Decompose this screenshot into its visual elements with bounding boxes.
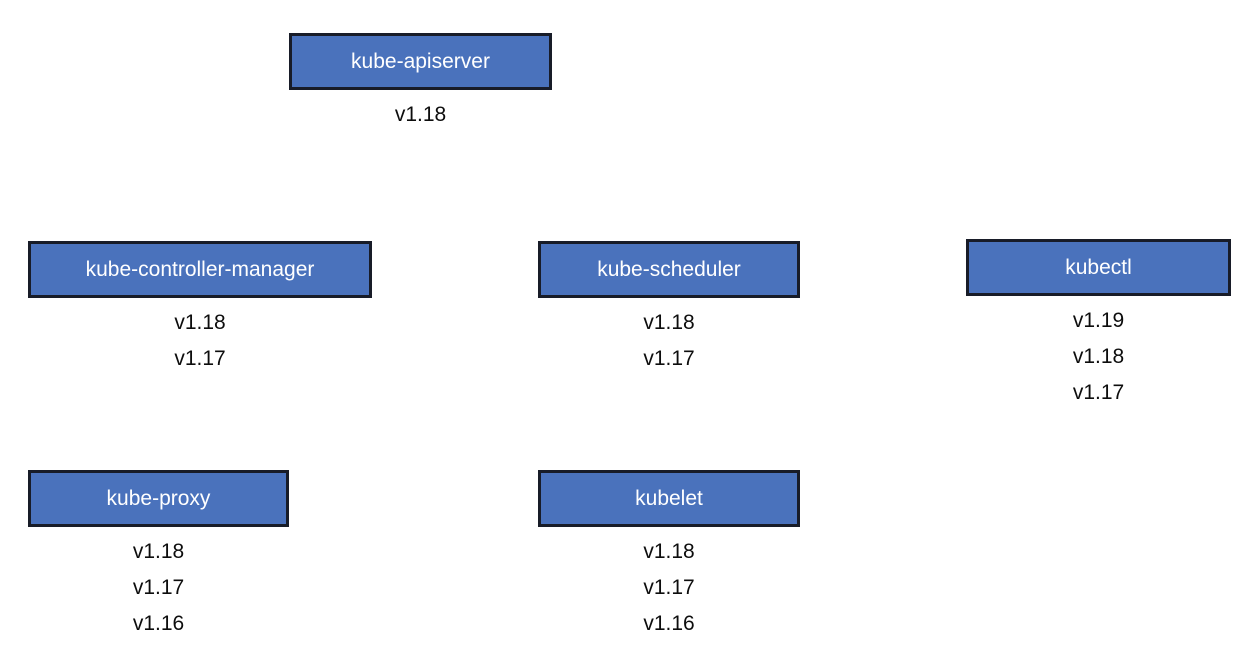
component-box-kube-proxy: kube-proxy <box>28 470 289 527</box>
version-list-kube-apiserver: v1.18 <box>289 97 552 133</box>
version-item: v1.17 <box>643 576 695 599</box>
version-item: v1.18 <box>394 103 447 126</box>
node-kube-apiserver: kube-apiserver v1.18 <box>289 33 552 133</box>
node-kube-proxy: kube-proxy v1.18 v1.17 v1.16 <box>28 470 289 642</box>
component-label: kube-proxy <box>106 486 211 510</box>
version-list-kube-proxy: v1.18 v1.17 v1.16 <box>28 534 289 642</box>
version-item: v1.18 <box>643 311 695 334</box>
node-kubectl: kubectl v1.19 v1.18 v1.17 <box>966 239 1231 411</box>
version-item: v1.18 <box>174 311 226 334</box>
component-box-kubelet: kubelet <box>538 470 800 527</box>
version-list-kubelet: v1.18 v1.17 v1.16 <box>538 534 800 642</box>
version-item: v1.16 <box>132 612 185 635</box>
component-label: kubectl <box>1065 255 1132 279</box>
version-item: v1.18 <box>643 540 695 563</box>
version-item: v1.17 <box>132 576 185 599</box>
version-item: v1.17 <box>643 347 695 370</box>
component-label: kube-controller-manager <box>85 257 315 281</box>
version-item: v1.17 <box>174 347 226 370</box>
node-kubelet: kubelet v1.18 v1.17 v1.16 <box>538 470 800 642</box>
component-label: kubelet <box>635 486 703 510</box>
component-box-kube-controller-manager: kube-controller-manager <box>28 241 372 298</box>
version-list-kube-controller-manager: v1.18 v1.17 <box>28 305 372 377</box>
node-kube-controller-manager: kube-controller-manager v1.18 v1.17 <box>28 241 372 377</box>
version-item: v1.19 <box>1072 309 1125 332</box>
version-list-kube-scheduler: v1.18 v1.17 <box>538 305 800 377</box>
version-list-kubectl: v1.19 v1.18 v1.17 <box>966 303 1231 411</box>
version-item: v1.18 <box>1072 345 1125 368</box>
component-box-kube-apiserver: kube-apiserver <box>289 33 552 90</box>
version-item: v1.18 <box>132 540 185 563</box>
node-kube-scheduler: kube-scheduler v1.18 v1.17 <box>538 241 800 377</box>
component-label: kube-scheduler <box>597 257 741 281</box>
component-box-kubectl: kubectl <box>966 239 1231 296</box>
component-label: kube-apiserver <box>351 49 490 73</box>
component-box-kube-scheduler: kube-scheduler <box>538 241 800 298</box>
version-item: v1.16 <box>643 612 695 635</box>
version-item: v1.17 <box>1072 381 1125 404</box>
